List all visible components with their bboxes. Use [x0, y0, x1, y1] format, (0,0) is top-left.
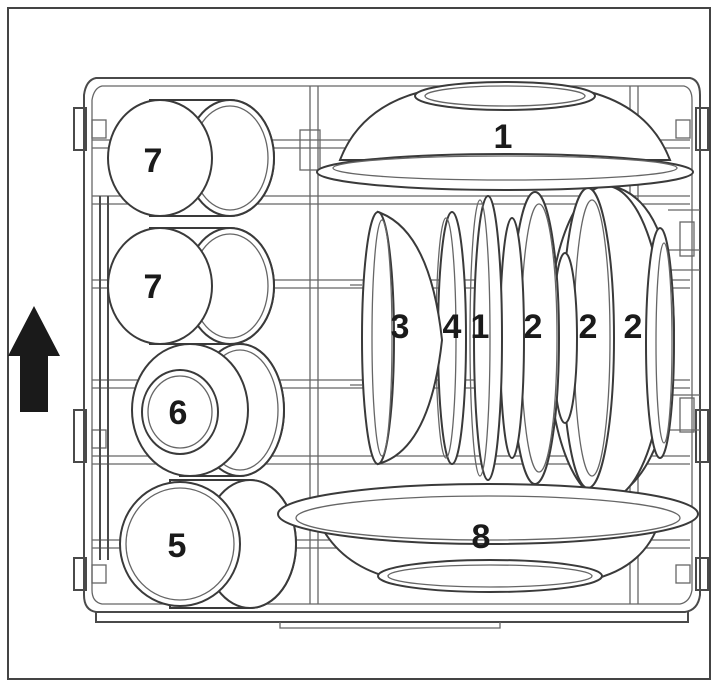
large-bowl-1 [316, 81, 694, 191]
label-cup-top: 7 [144, 142, 163, 180]
label-plate-a: 2 [524, 308, 543, 346]
cup-7-middle [107, 227, 275, 345]
cup-6 [131, 343, 285, 477]
label-cup-5: 5 [168, 527, 187, 565]
plate-2-a [499, 191, 560, 485]
label-serving-dish: 8 [472, 518, 491, 556]
label-small-plate: 1 [471, 308, 490, 346]
rack-frame [73, 77, 709, 629]
cup-7-top [107, 99, 275, 217]
label-dessert-bowl: 3 [391, 308, 410, 346]
label-cup-6: 6 [169, 394, 188, 432]
label-saucer: 4 [443, 308, 462, 346]
label-plate-c: 2 [624, 308, 643, 346]
small-plate-1 [469, 195, 503, 481]
label-cup-middle: 7 [144, 268, 163, 306]
label-plate-b: 2 [579, 308, 598, 346]
cup-5 [119, 479, 297, 609]
arrow-up-icon [8, 306, 60, 412]
serving-dish-8 [277, 483, 699, 593]
label-large-bowl: 1 [494, 118, 513, 156]
dessert-bowl-3 [361, 210, 444, 466]
